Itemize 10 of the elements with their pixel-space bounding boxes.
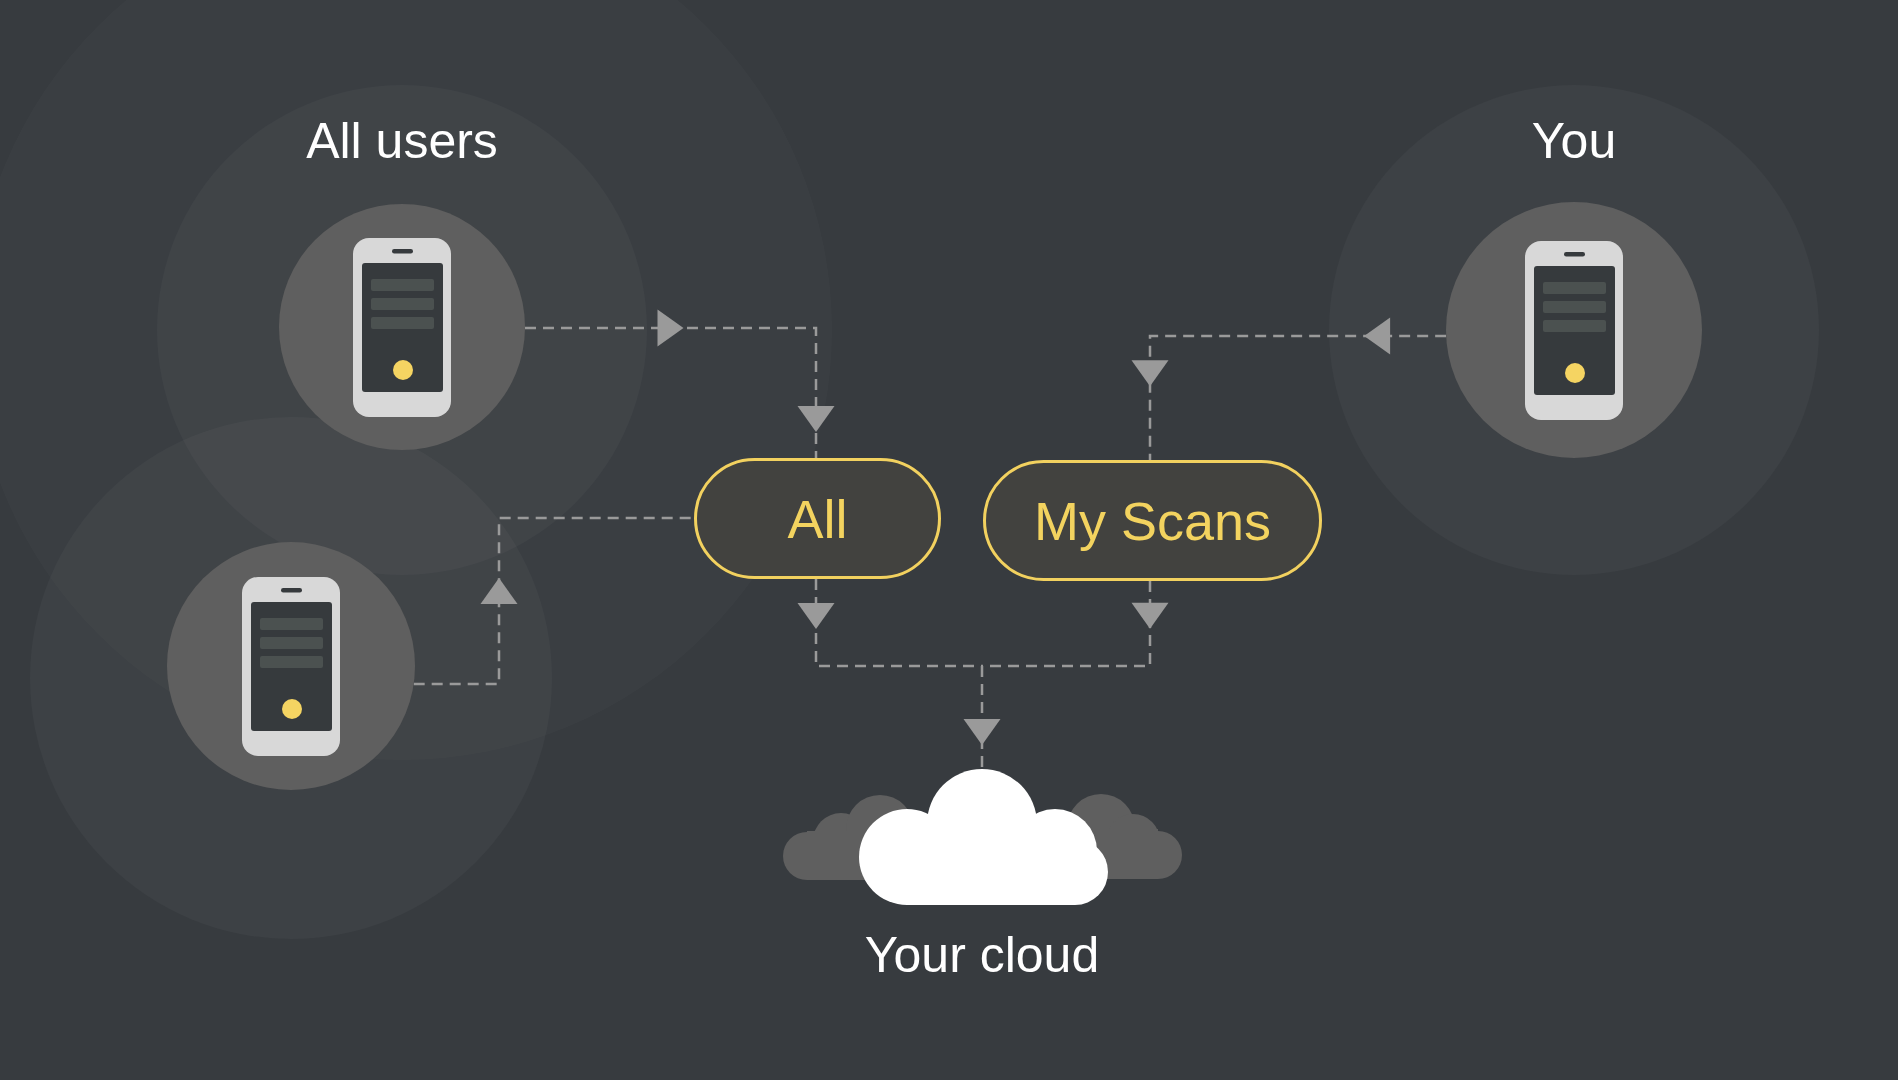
dashed-arrow bbox=[1131, 317, 1447, 460]
dashed-arrow bbox=[797, 579, 982, 668]
group-heading: You bbox=[1531, 116, 1617, 166]
category-pill: All bbox=[694, 458, 941, 579]
cloud-caption: Your cloud bbox=[864, 930, 1100, 980]
cloud-illustration bbox=[783, 769, 1183, 905]
group-heading: All users bbox=[306, 116, 498, 166]
category-pill: My Scans bbox=[983, 460, 1322, 581]
dashed-arrow bbox=[413, 516, 694, 686]
dashed-arrow bbox=[525, 309, 835, 458]
